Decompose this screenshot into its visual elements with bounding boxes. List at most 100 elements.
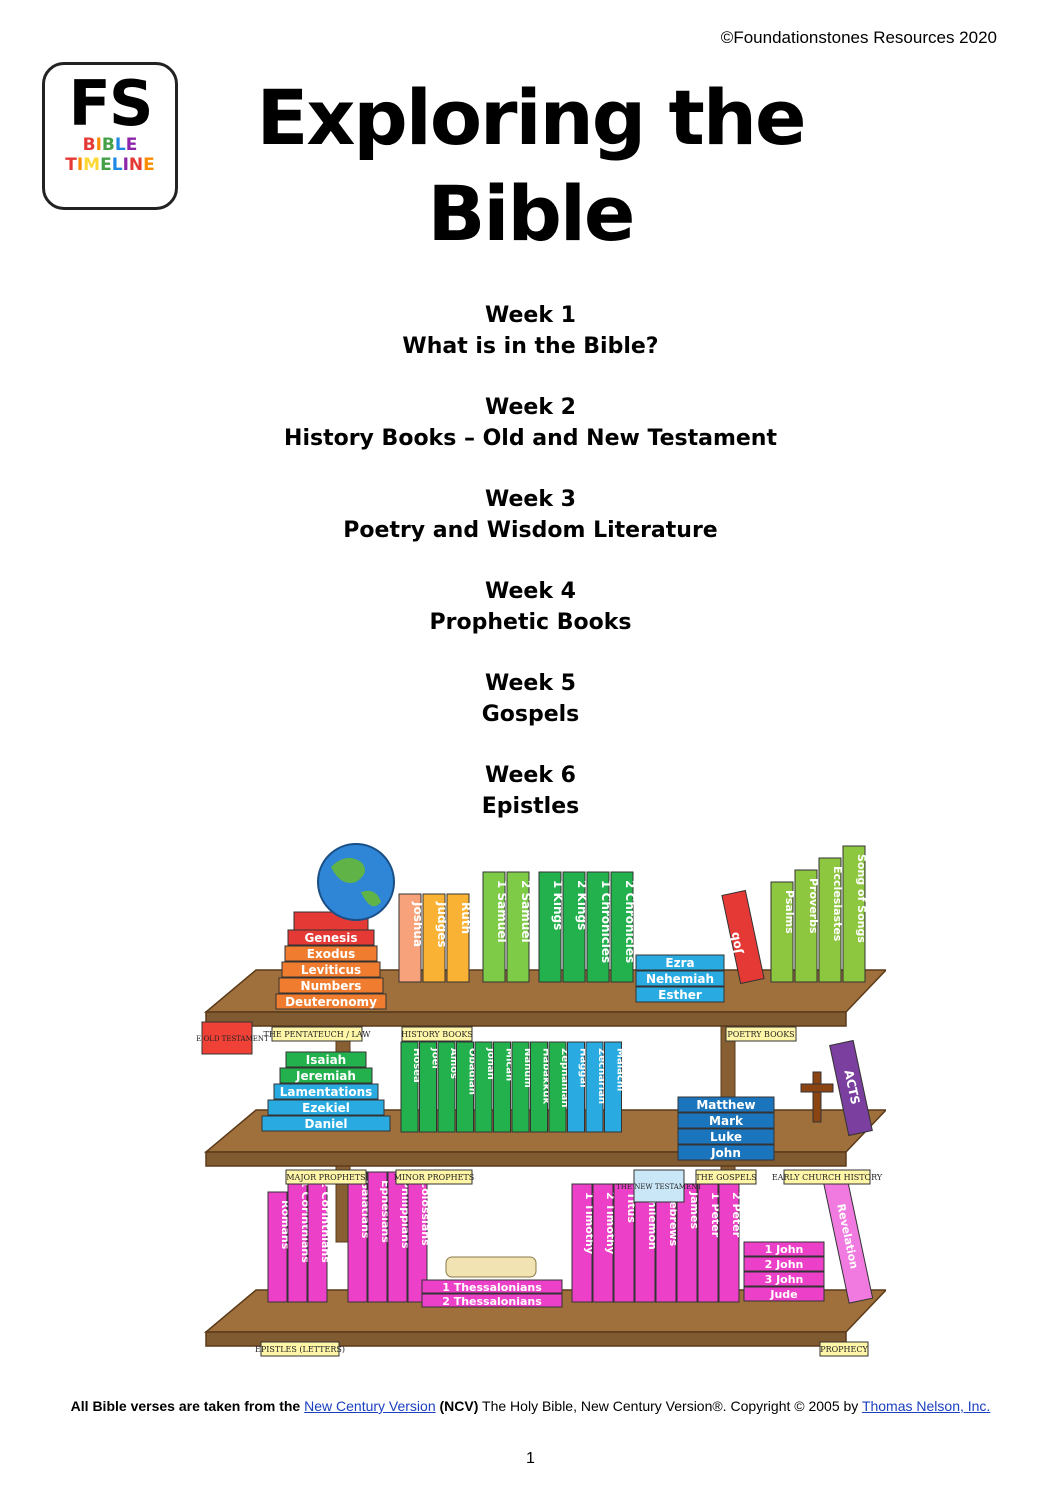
- section-poetry-text: POETRY BOOKS: [727, 1030, 794, 1039]
- book-history-stack-label: Nehemiah: [646, 972, 714, 986]
- book-law-label: Genesis: [304, 931, 357, 945]
- book-major-label: Isaiah: [306, 1053, 346, 1067]
- book-major-label: Jeremiah: [295, 1069, 356, 1083]
- book-minor-label: Joel: [430, 1047, 441, 1069]
- book-minor: [530, 1041, 548, 1133]
- book-poetry-label: Psalms: [783, 890, 796, 934]
- book-minor: [474, 1041, 493, 1133]
- book-gospel: [677, 1096, 775, 1113]
- section-new-testament: [633, 1169, 685, 1203]
- logo-letter: M: [83, 155, 101, 175]
- section-new-testament-text: THE NEW TESTAMENT: [616, 1183, 702, 1191]
- book-john-label: Jude: [769, 1288, 797, 1301]
- book-law-label: Deuteronomy: [285, 995, 377, 1009]
- book-poetry: [842, 845, 866, 983]
- book-major: [279, 1067, 373, 1084]
- week-item: Week 6 Epistles: [0, 760, 1061, 822]
- book-thess: [421, 1279, 563, 1294]
- book-minor: [548, 1041, 567, 1133]
- logo-letter: B: [82, 135, 96, 155]
- book-history: [610, 871, 634, 983]
- book-epistle: [571, 1183, 593, 1303]
- scroll-icon: [445, 1256, 537, 1278]
- section-gospels-text: THE GOSPELS: [695, 1173, 756, 1182]
- week-number: Week 5: [485, 671, 576, 696]
- section-major-prophets-text: MAJOR PROPHETS: [286, 1173, 365, 1182]
- book-job-label: Job: [727, 931, 745, 956]
- book-job: [721, 889, 765, 985]
- week-item: Week 2 History Books – Old and New Testa…: [0, 392, 1061, 454]
- book-john-stack: [743, 1271, 825, 1287]
- book-john-label: 2 John: [765, 1258, 804, 1271]
- book-poetry: [794, 869, 818, 983]
- book-major: [285, 1051, 367, 1068]
- book-minor-label: Malachi: [615, 1048, 626, 1091]
- title-line-2: Bible: [427, 169, 636, 258]
- book-acts: [829, 1039, 873, 1137]
- book-history: [482, 871, 506, 983]
- week-topic: Epistles: [481, 794, 580, 819]
- week-topic: What is in the Bible?: [402, 334, 659, 359]
- cross-icon: [800, 1083, 834, 1093]
- book-history-stack: [635, 986, 725, 1003]
- book-epistle: [613, 1183, 635, 1303]
- book-gospel: [677, 1128, 775, 1145]
- book-law-label: Numbers: [301, 979, 362, 993]
- book-poetry-label: Proverbs: [807, 878, 820, 934]
- section-gospels: [695, 1169, 757, 1185]
- book-john-label: 1 John: [765, 1243, 804, 1256]
- week-number: Week 6: [485, 763, 576, 788]
- section-old-testament: [201, 1021, 253, 1055]
- book-major-label: Lamentations: [280, 1085, 373, 1099]
- section-epistles: [260, 1341, 340, 1357]
- book-minor-label: Micah: [504, 1048, 515, 1081]
- book-law: [284, 945, 378, 962]
- thomas-nelson-link[interactable]: Thomas Nelson, Inc.: [861, 1398, 991, 1414]
- book-minor: [419, 1041, 437, 1133]
- section-law: [271, 1026, 363, 1042]
- book-gospel-label: Matthew: [696, 1098, 755, 1112]
- fs-bible-timeline-logo: FS BIBLE TIMELINE: [42, 62, 178, 210]
- weeks-list: Week 1 What is in the Bible? Week 2 Hist…: [0, 300, 1061, 852]
- footer-text: The Holy Bible, New Century Version®. Co…: [482, 1398, 859, 1414]
- book-history-label: 1 Chronicles: [599, 880, 613, 963]
- book-minor: [493, 1041, 511, 1133]
- logo-letter: T: [65, 155, 77, 175]
- book-minor-label: Obadiah: [467, 1048, 478, 1095]
- book-thess-label: 1 Thessalonians: [442, 1281, 542, 1294]
- book-poetry-label: Song of Songs: [855, 854, 868, 943]
- logo-letter: E: [125, 135, 138, 155]
- book-gospel: [677, 1144, 775, 1161]
- week-item: Week 1 What is in the Bible?: [0, 300, 1061, 362]
- book-epistle: [592, 1183, 614, 1303]
- book-law-label: Leviticus: [301, 963, 361, 977]
- logo-letter: N: [128, 155, 144, 175]
- book-history-label: 2 Kings: [575, 880, 589, 930]
- week-topic: History Books – Old and New Testament: [284, 426, 777, 451]
- book-epistle: [676, 1183, 698, 1303]
- book-minor-label: Haggai: [578, 1048, 589, 1088]
- book-major-label: Daniel: [305, 1117, 348, 1131]
- ncv-link[interactable]: New Century Version: [304, 1398, 436, 1414]
- book-law: [278, 977, 384, 994]
- book-minor: [456, 1041, 474, 1133]
- book-minor-label: Zephaniah: [559, 1048, 570, 1107]
- logo-letter: E: [143, 155, 155, 175]
- book-epistle-label: 2 Corinthians: [319, 1180, 332, 1263]
- book-john-label: 3 John: [765, 1273, 804, 1286]
- book-epistle: [267, 1191, 288, 1303]
- book-history-label: 2 Samuel: [519, 880, 533, 943]
- book-john-stack: [743, 1286, 825, 1302]
- section-history: [401, 1026, 473, 1042]
- book-law: [287, 929, 375, 946]
- book-minor: [567, 1041, 585, 1133]
- book-minor-label: Nahum: [522, 1048, 533, 1088]
- book-poetry: [770, 881, 794, 983]
- title-line-1: Exploring the: [256, 73, 806, 162]
- book-minor-label: Zechariah: [596, 1048, 607, 1104]
- logo-fs-text: FS: [68, 67, 153, 140]
- book-history-label: Judges: [435, 901, 449, 947]
- book-thess: [421, 1293, 563, 1308]
- book-minor-label: Jonah: [485, 1047, 496, 1080]
